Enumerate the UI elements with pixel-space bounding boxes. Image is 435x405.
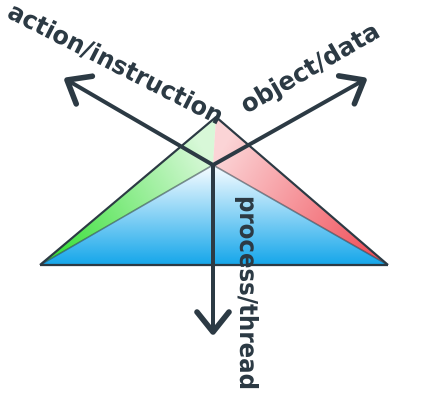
pyramid-edge-left bbox=[39, 164, 214, 266]
action-arrow bbox=[64, 73, 215, 167]
pyramid-outline bbox=[39, 115, 389, 266]
object-label: object/data bbox=[235, 16, 385, 119]
object-arrow bbox=[211, 73, 367, 167]
pyramid-edge-right bbox=[212, 164, 389, 266]
process-label: process/thread bbox=[234, 196, 263, 390]
action-label: action/instruction bbox=[3, 0, 228, 130]
